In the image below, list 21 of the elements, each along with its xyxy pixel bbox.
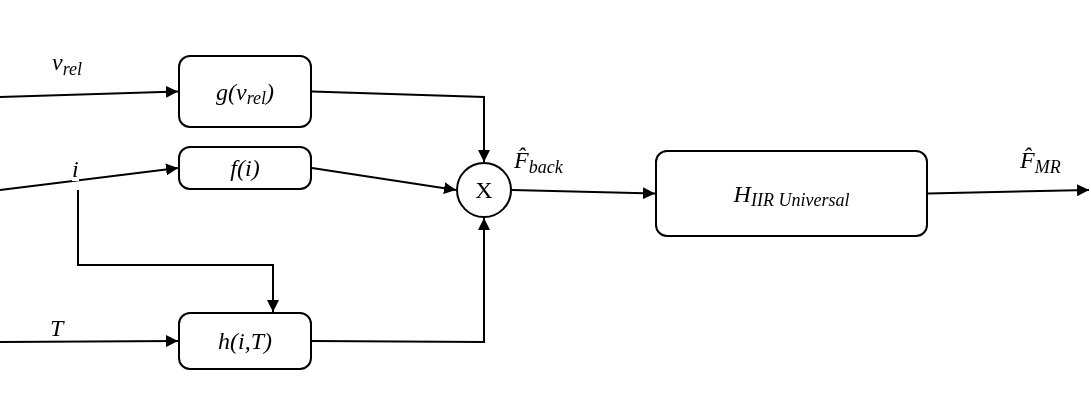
box-label: f(i) [230,156,260,180]
process-box [655,150,928,237]
multiplier-circle [456,162,512,218]
arrow [77,189,279,313]
arrow [927,184,1090,197]
box-label: X [475,178,493,202]
signal-label: F̂$_{MR}$ [1020,148,1061,172]
arrow [0,163,179,191]
arrow [311,217,490,343]
process-box [178,55,312,128]
arrow [0,85,179,98]
arrow [511,187,656,200]
arrow [311,90,490,163]
process-box [178,146,312,190]
arrow [311,167,457,195]
arrow [0,335,179,348]
box-label: h(i,T) [218,329,272,353]
process-box [178,312,312,370]
signal-label: F̂$_{back}$ [514,148,563,172]
box-label: H$_{IIR Universal}$ [733,181,850,206]
box-label: g(v$_{rel}$) [216,79,274,104]
